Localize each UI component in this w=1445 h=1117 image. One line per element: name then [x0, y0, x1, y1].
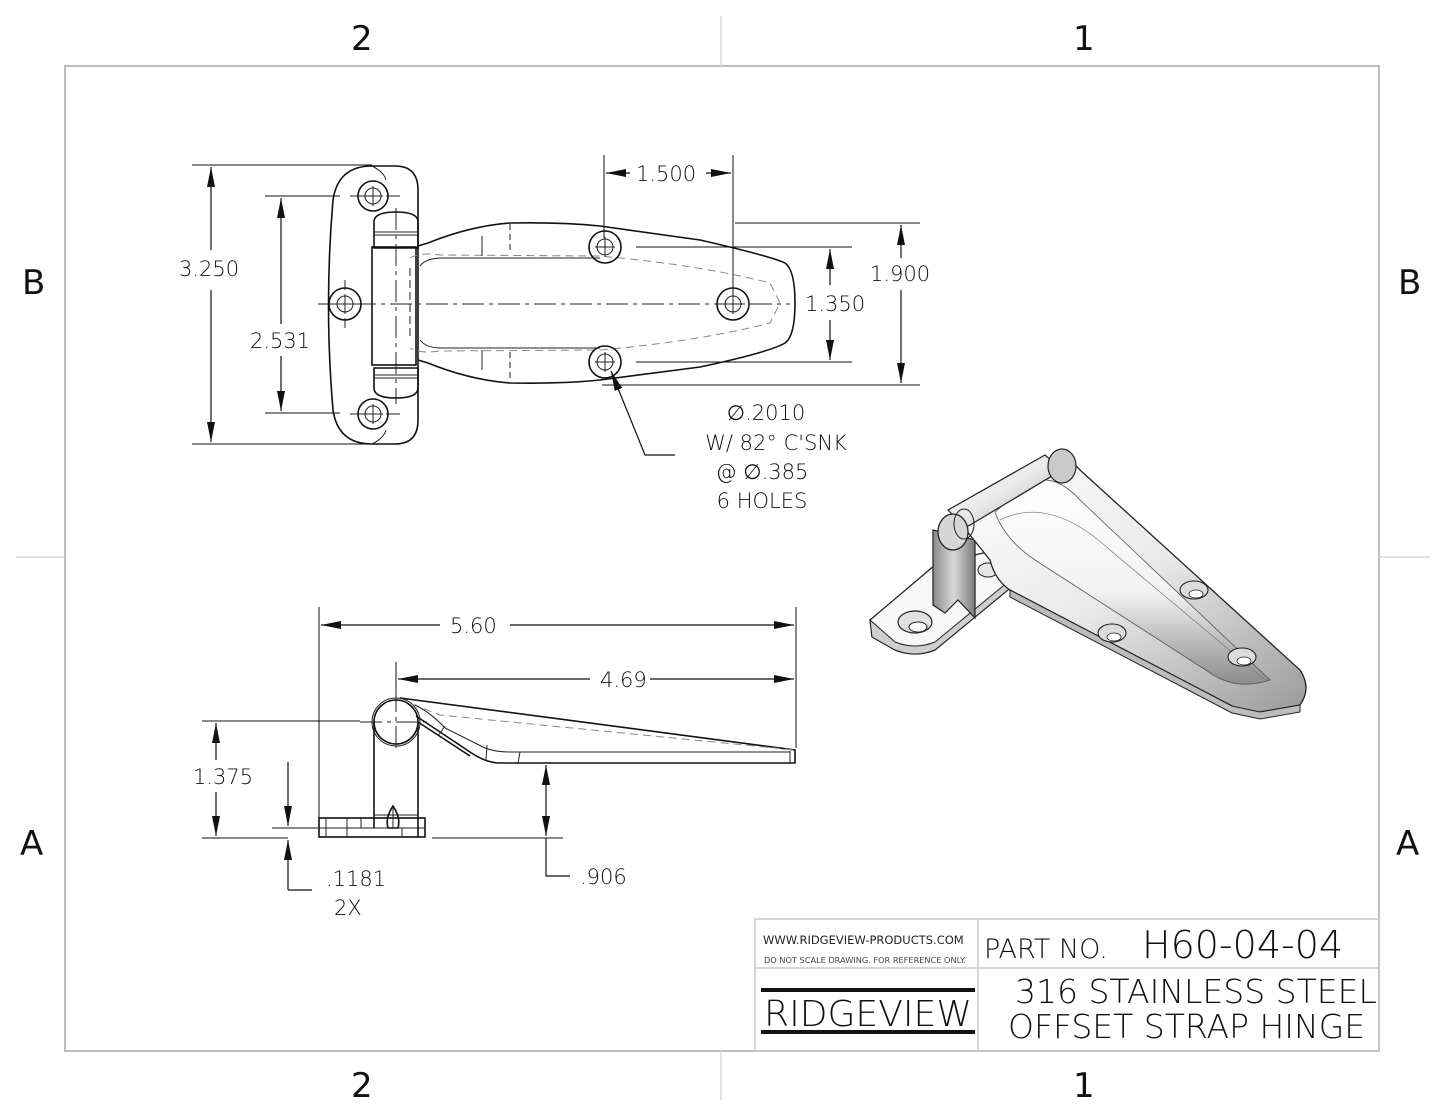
zone-col-top-2: 2: [351, 19, 373, 59]
svg-text:6 HOLES: 6 HOLES: [717, 489, 808, 513]
hole-callout: ∅.2010 W/ 82° C'SNK @ ∅.385 6 HOLES: [610, 370, 847, 513]
company-logo: RIDGEVIEW: [761, 988, 975, 1035]
leaf-plate-outline: [327, 165, 419, 445]
zone-col-top-1: 1: [1073, 19, 1095, 59]
zone-row-right-a: A: [1396, 824, 1419, 864]
svg-text:1.350: 1.350: [805, 292, 865, 316]
disclaimer-text: DO NOT SCALE DRAWING. FOR REFERENCE ONLY…: [764, 955, 966, 965]
hole-mid-left: [328, 280, 362, 328]
svg-text:1.500: 1.500: [636, 162, 696, 186]
zone-row-left-a: A: [20, 824, 43, 864]
website-text: WWW.RIDGEVIEW-PRODUCTS.COM: [763, 933, 964, 947]
description-line2: OFFSET STRAP HINGE: [1008, 1007, 1365, 1046]
zone-row-left-b: B: [22, 263, 45, 303]
hole-strap-bottom: [588, 345, 622, 379]
side-view: 5.60 4.69 1.375 .1181 2X: [193, 607, 797, 920]
dim-strap-length: 4.69: [395, 662, 794, 692]
svg-text:RIDGEVIEW: RIDGEVIEW: [764, 994, 972, 1035]
hole-top-left: [350, 180, 400, 212]
dim-overall-length: 5.60: [318, 607, 797, 818]
svg-text:5.60: 5.60: [450, 614, 497, 638]
dim-pin-height: 1.375: [193, 720, 360, 839]
zone-col-bottom-2: 2: [351, 1066, 373, 1106]
dim-offset: .906: [432, 765, 627, 889]
description-line1: 316 STAINLESS STEEL: [1015, 972, 1377, 1011]
top-view: 3.250 2.531 1.500 1.350: [179, 155, 930, 513]
svg-text:@ ∅.385: @ ∅.385: [716, 460, 809, 484]
svg-text:4.69: 4.69: [600, 668, 647, 692]
title-block: WWW.RIDGEVIEW-PRODUCTS.COM DO NOT SCALE …: [754, 918, 1380, 1052]
svg-text:2.531: 2.531: [250, 329, 310, 353]
hole-strap-top: [588, 230, 622, 264]
dim-strap-width: 1.900: [602, 222, 930, 386]
isometric-view: [869, 448, 1307, 720]
svg-text:.1181: .1181: [326, 867, 386, 891]
svg-text:2X: 2X: [334, 896, 362, 920]
dim-strap-hole-spacing: 1.350: [636, 246, 865, 363]
part-no-label: PART NO.: [984, 934, 1108, 965]
zone-col-bottom-1: 1: [1073, 1066, 1095, 1106]
svg-text:.906: .906: [580, 865, 627, 889]
svg-text:1.375: 1.375: [193, 765, 253, 789]
strap-outline: [417, 222, 796, 384]
sheet-frame: [16, 16, 1430, 1100]
svg-text:∅.2010: ∅.2010: [727, 401, 805, 425]
svg-text:W/ 82° C'SNK: W/ 82° C'SNK: [705, 431, 847, 455]
zone-labels: 2 1 2 1 B A B A: [20, 19, 1421, 1106]
svg-text:3.250: 3.250: [179, 257, 239, 281]
part-number: H60-04-04: [1142, 923, 1343, 967]
zone-row-right-b: B: [1398, 263, 1421, 303]
dim-hole-spacing-vertical: 2.531: [250, 195, 340, 414]
dim-overall-height: 3.250: [179, 164, 372, 445]
dim-hole-spacing-horizontal: 1.500: [603, 155, 734, 296]
hole-bottom-left: [350, 398, 400, 430]
svg-text:1.900: 1.900: [870, 262, 930, 286]
dim-thickness: .1181 2X: [272, 762, 386, 920]
